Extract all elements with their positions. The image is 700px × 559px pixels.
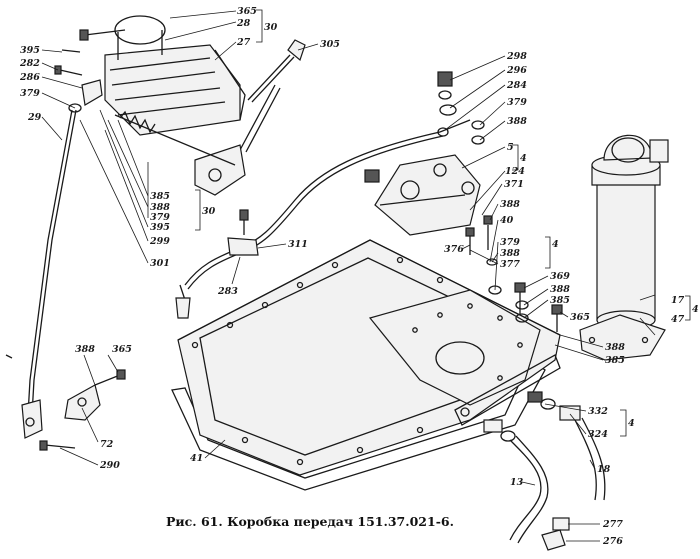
label-388e: 388 xyxy=(550,284,570,295)
label-282: 282 xyxy=(19,58,40,69)
label-29: 29 xyxy=(27,112,42,123)
label-365b: 365 xyxy=(570,312,590,323)
label-27: 27 xyxy=(236,37,251,48)
label-388d: 388 xyxy=(500,248,520,259)
label-332: 332 xyxy=(588,406,608,417)
shift-lever-assembly xyxy=(5,15,306,451)
label-311: 311 xyxy=(288,239,308,250)
label-290: 290 xyxy=(99,460,120,471)
label-388a: 388 xyxy=(507,116,527,127)
label-365c: 365 xyxy=(112,344,132,355)
label-13: 13 xyxy=(510,477,524,488)
label-30b: 30 xyxy=(202,206,216,217)
label-388g: 388 xyxy=(605,342,625,353)
figure-caption: Рис. 61. Коробка передач 151.37.021-6. xyxy=(166,514,454,529)
label-369: 369 xyxy=(550,271,570,282)
label-17: 17 xyxy=(671,295,685,306)
label-4d: 4 xyxy=(628,418,635,429)
label-385a: 385 xyxy=(150,191,170,202)
label-376: 376 xyxy=(444,244,464,255)
label-296: 296 xyxy=(506,65,527,76)
label-277: 277 xyxy=(602,519,623,530)
label-305: 305 xyxy=(320,39,340,50)
label-379c: 379 xyxy=(150,212,170,223)
label-276: 276 xyxy=(602,536,623,547)
label-324: 324 xyxy=(588,429,608,440)
label-28: 28 xyxy=(236,18,251,29)
label-298: 298 xyxy=(506,51,527,62)
label-379b: 379 xyxy=(507,97,527,108)
label-385c: 385 xyxy=(605,355,625,366)
cable-assembly xyxy=(175,71,485,319)
label-385b: 385 xyxy=(550,295,570,306)
label-4b: 4 xyxy=(552,239,559,250)
label-283: 283 xyxy=(217,286,238,297)
label-5: 5 xyxy=(507,142,514,153)
leader-lines xyxy=(41,9,691,542)
label-379d: 379 xyxy=(500,237,520,248)
label-388c: 388 xyxy=(500,199,520,210)
label-395b: 395 xyxy=(150,222,170,233)
label-40: 40 xyxy=(500,215,514,226)
label-124: 124 xyxy=(505,166,525,177)
label-4a: 4 xyxy=(520,153,527,164)
label-301: 301 xyxy=(150,258,170,269)
valve-distributor xyxy=(364,154,563,332)
label-395a: 395 xyxy=(20,45,40,56)
gearbox-cover xyxy=(171,239,561,491)
cylinder-unit xyxy=(579,134,669,361)
label-388b: 388 xyxy=(150,202,170,213)
label-18: 18 xyxy=(597,464,611,475)
label-388f: 388 xyxy=(75,344,95,355)
label-371: 371 xyxy=(504,179,524,190)
label-72: 72 xyxy=(100,439,114,450)
spring xyxy=(119,110,156,134)
label-4c: 4 xyxy=(692,304,699,315)
label-299: 299 xyxy=(149,236,170,247)
label-379a: 379 xyxy=(20,88,40,99)
label-47: 47 xyxy=(671,314,685,325)
label-30a: 30 xyxy=(264,22,278,33)
hose-fittings xyxy=(483,391,606,551)
part-labels: 365 28 27 30 305 395 282 286 379 29 298 … xyxy=(19,6,699,547)
label-286: 286 xyxy=(19,72,40,83)
label-41: 41 xyxy=(190,453,203,464)
label-365a: 365 xyxy=(237,6,257,17)
label-377: 377 xyxy=(500,259,520,270)
label-284: 284 xyxy=(506,80,527,91)
